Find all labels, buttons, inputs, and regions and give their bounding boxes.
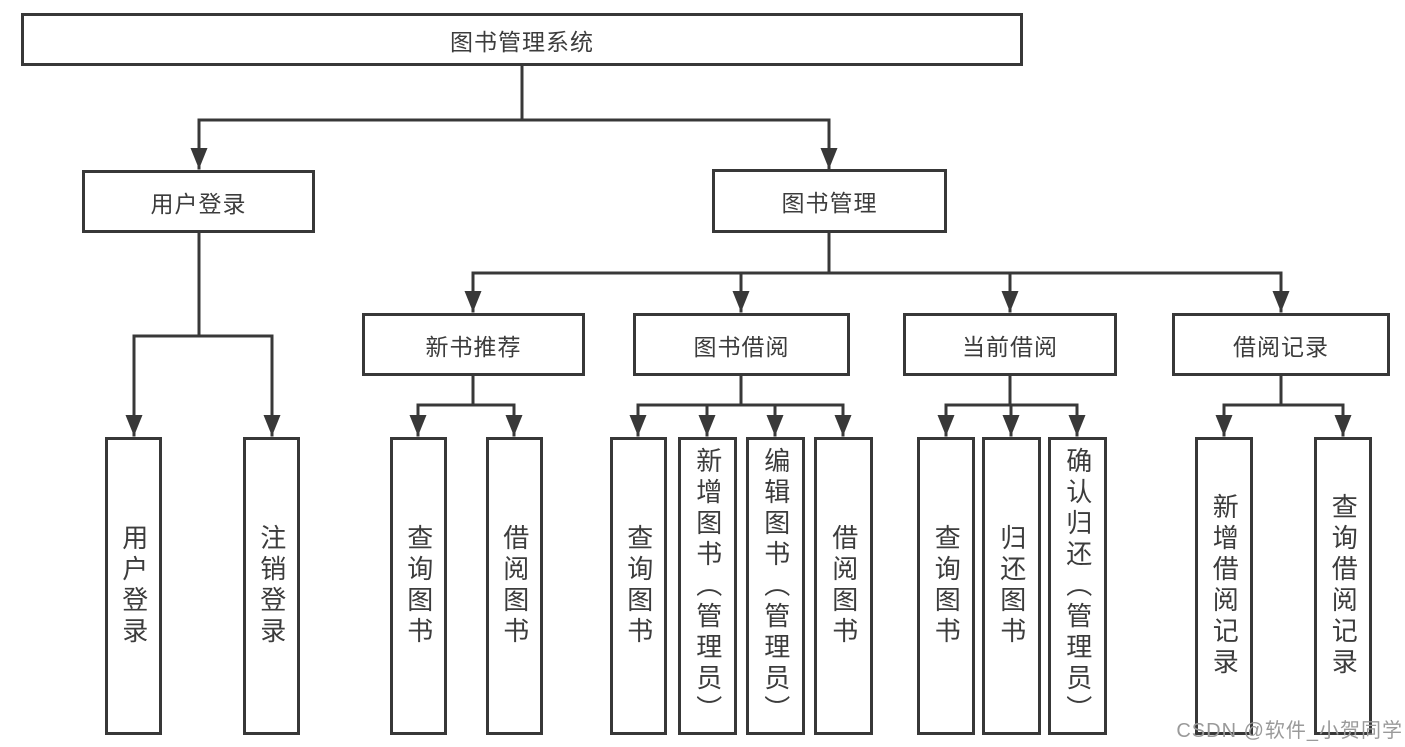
node-query-books-recommend-leaf: 查询图书 [390, 437, 447, 735]
node-confirm-return-admin-label: 确认归还（管理员） [1062, 446, 1093, 726]
node-add-borrow-record-leaf: 新增借阅记录 [1195, 437, 1253, 735]
csdn-watermark: CSDN @软件_小贺同学 [1176, 720, 1403, 742]
node-root: 图书管理系统 [21, 13, 1023, 66]
node-query-books-borrow-leaf: 查询图书 [610, 437, 667, 735]
node-add-book-admin-leaf: 新增图书（管理员） [678, 437, 737, 735]
node-borrow-books-recommend-label: 借阅图书 [499, 524, 530, 648]
node-current-borrow-label: 当前借阅 [962, 333, 1058, 360]
node-user-login-leaf-label: 用户登录 [118, 524, 149, 648]
node-book-borrow-label: 图书借阅 [693, 333, 790, 360]
node-root-label: 图书管理系统 [450, 28, 594, 55]
node-new-book-recommend-label: 新书推荐 [425, 333, 522, 360]
node-confirm-return-admin-leaf: 确认归还（管理员） [1048, 437, 1107, 735]
node-return-book-label: 归还图书 [996, 524, 1027, 648]
node-query-borrow-record-leaf: 查询借阅记录 [1314, 437, 1372, 735]
node-borrow-records: 借阅记录 [1172, 313, 1390, 376]
node-query-books-borrow-label: 查询图书 [623, 524, 654, 648]
node-query-books-current-label: 查询图书 [931, 524, 962, 648]
node-query-borrow-record-label: 查询借阅记录 [1328, 493, 1359, 679]
node-user-login: 用户登录 [82, 170, 315, 233]
node-book-management: 图书管理 [712, 169, 947, 233]
node-user-login-leaf: 用户登录 [105, 437, 162, 735]
node-new-book-recommend: 新书推荐 [362, 313, 585, 376]
node-return-book-leaf: 归还图书 [982, 437, 1041, 735]
node-book-management-label: 图书管理 [781, 190, 878, 216]
node-add-book-admin-label: 新增图书（管理员） [692, 446, 723, 726]
node-book-borrow: 图书借阅 [633, 313, 850, 376]
node-add-borrow-record-label: 新增借阅记录 [1209, 493, 1240, 679]
node-current-borrow: 当前借阅 [903, 313, 1117, 376]
node-borrow-books-borrow-label: 借阅图书 [828, 524, 859, 648]
node-query-books-current-leaf: 查询图书 [917, 437, 975, 735]
node-borrow-records-label: 借阅记录 [1233, 333, 1329, 360]
node-borrow-books-recommend-leaf: 借阅图书 [486, 437, 543, 735]
node-logout-leaf-label: 注销登录 [256, 524, 287, 648]
node-user-login-label: 用户登录 [150, 190, 247, 217]
node-logout-leaf: 注销登录 [243, 437, 300, 735]
node-borrow-books-borrow-leaf: 借阅图书 [814, 437, 873, 735]
node-edit-book-admin-leaf: 编辑图书（管理员） [746, 437, 805, 735]
node-query-books-recommend-label: 查询图书 [403, 524, 434, 648]
node-edit-book-admin-label: 编辑图书（管理员） [760, 446, 791, 726]
